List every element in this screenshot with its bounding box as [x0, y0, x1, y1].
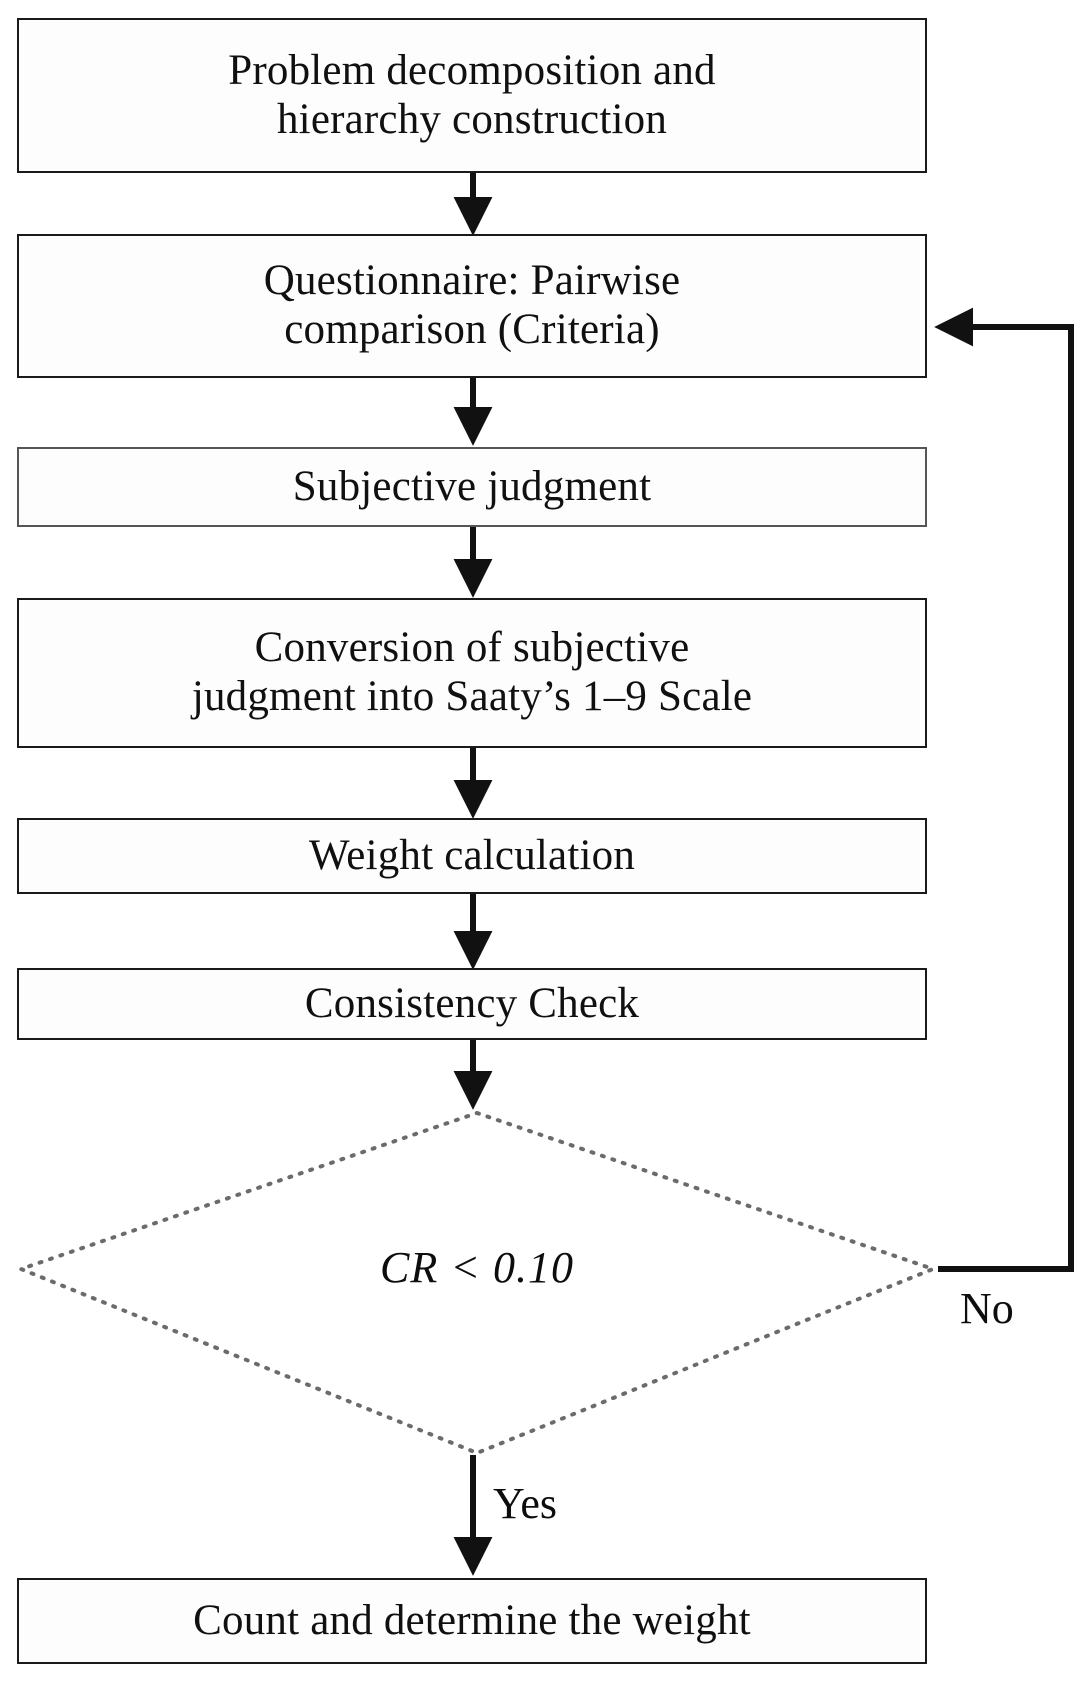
node-problem-decomposition-line1: Problem decomposition and — [228, 46, 716, 94]
node-conversion-saaty-scale[interactable]: Conversion of subjective judgment into S… — [17, 598, 927, 748]
decision-cr-threshold[interactable]: CR < 0.10 — [16, 1108, 938, 1458]
node-questionnaire-pairwise-line1: Questionnaire: Pairwise — [263, 257, 681, 305]
node-consistency-check[interactable]: Consistency Check — [17, 968, 927, 1040]
node-problem-decomposition-line2: hierarchy construction — [276, 95, 668, 143]
edge-label-no: No — [960, 1284, 1014, 1333]
decision-diamond-shape — [16, 1110, 938, 1456]
decision-cr-threshold-label: CR < 0.10 — [380, 1243, 574, 1292]
node-subjective-judgment[interactable]: Subjective judgment — [17, 447, 927, 527]
node-questionnaire-pairwise-line2: comparison (Criteria) — [284, 306, 660, 353]
edge-decision-n2-no — [934, 307, 1074, 1272]
node-conversion-saaty-scale-line1: Conversion of subjective — [254, 624, 690, 672]
node-count-determine-weight[interactable]: Count and determine the weight — [17, 1578, 927, 1664]
node-subjective-judgment-label: Subjective judgment — [292, 462, 652, 510]
node-count-determine-weight-label: Count and determine the weight — [193, 1596, 751, 1644]
node-problem-decomposition[interactable]: Problem decomposition and hierarchy cons… — [17, 18, 927, 173]
edge-label-yes: Yes — [493, 1479, 558, 1528]
node-consistency-check-label: Consistency Check — [304, 979, 640, 1027]
node-questionnaire-pairwise[interactable]: Questionnaire: Pairwise comparison (Crit… — [17, 234, 927, 378]
node-weight-calculation-label: Weight calculation — [308, 831, 636, 879]
node-weight-calculation[interactable]: Weight calculation — [17, 818, 927, 894]
node-conversion-saaty-scale-line2: judgment into Saaty’s 1–9 Scale — [191, 673, 753, 720]
